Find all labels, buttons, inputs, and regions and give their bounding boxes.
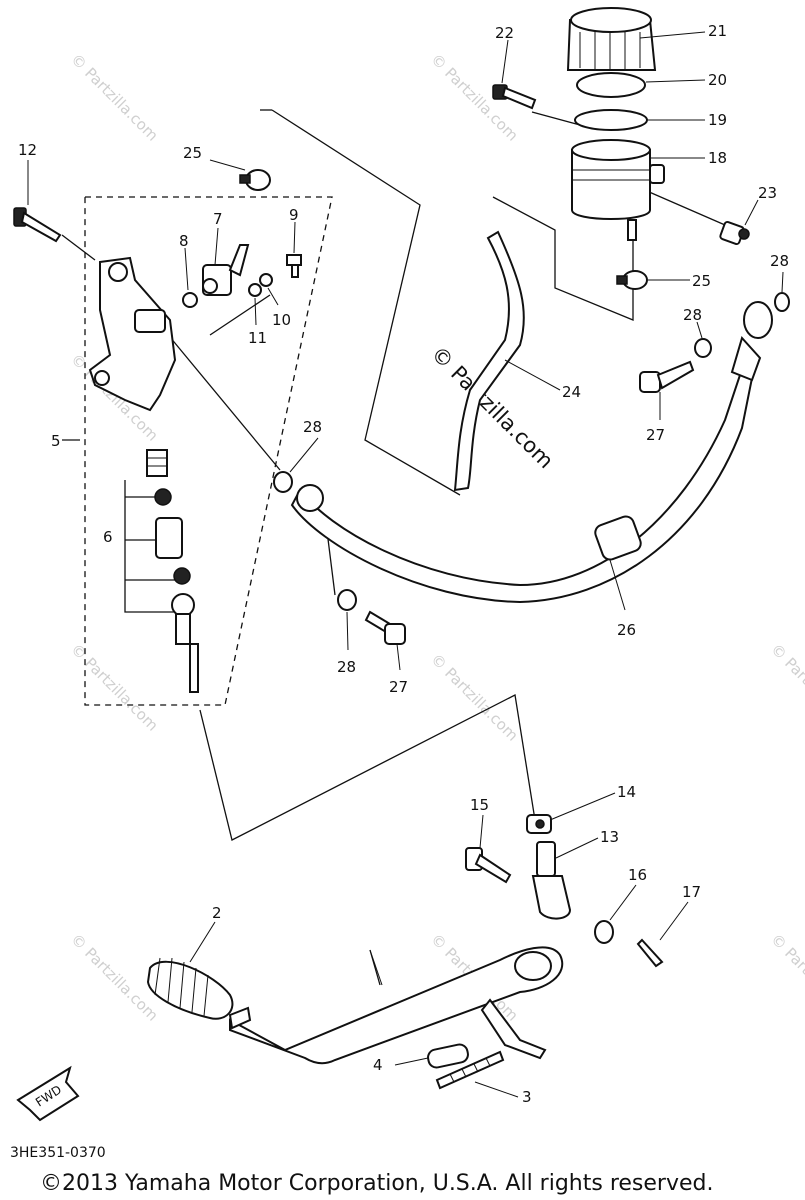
callout-14: 14 (617, 783, 636, 801)
callout-28: 28 (337, 658, 356, 676)
gasket-28-icon (337, 589, 357, 611)
nut-14-icon (526, 814, 552, 834)
callout-5: 5 (51, 432, 61, 450)
hose-joint-7-icon (202, 244, 250, 296)
clevis-13-icon (531, 841, 572, 920)
watermark: © Partzilla.com (67, 50, 162, 145)
gasket-28-icon (774, 292, 790, 312)
callout-19: 19 (708, 111, 727, 129)
callout-24: 24 (562, 383, 581, 401)
watermark: © Partzilla.com (67, 930, 162, 1025)
watermark: © Partzilla.com (427, 650, 522, 745)
leader-6 (124, 480, 175, 613)
diagram-code: 3HE351-0370 (10, 1145, 106, 1161)
callout-7: 7 (213, 210, 223, 228)
callout-4: 4 (373, 1056, 383, 1074)
callout-27b: 27 (389, 678, 408, 696)
callout-3: 3 (522, 1088, 532, 1106)
return-spring-3-icon (435, 1050, 505, 1090)
callout-21: 21 (708, 22, 727, 40)
washer-16-icon (594, 920, 614, 944)
callout-6: 6 (103, 528, 113, 546)
collar-4-icon (427, 1043, 469, 1069)
reservoir-hose-24-icon (453, 230, 525, 492)
leader-lines (27, 31, 784, 1098)
brake-pedal-1-icon (228, 946, 564, 1065)
callout-27: 27 (646, 426, 665, 444)
callout-28: 28 (303, 418, 322, 436)
washer-10-icon (259, 273, 273, 287)
callout-11: 11 (248, 329, 267, 347)
pedal-rubber-2-icon (146, 957, 234, 1020)
bolt-22-icon (492, 84, 537, 110)
callout-13: 13 (600, 828, 619, 846)
callout-25: 25 (183, 144, 202, 162)
master-cylinder-body-icon (88, 256, 177, 412)
bolt-12-icon (13, 207, 62, 243)
connection-lines (61, 109, 726, 986)
callout-26: 26 (617, 621, 636, 639)
o-ring-8-icon (182, 292, 198, 308)
callout-10: 10 (272, 311, 291, 329)
screw-9-icon (286, 254, 302, 278)
watermark: © Partzilla.com (67, 640, 162, 735)
watermark: © Partzilla.com (767, 640, 805, 735)
callout-labels: 12 25 7 8 9 10 11 5 6 22 21 20 19 18 23 … (18, 22, 789, 1106)
callout-23: 23 (758, 184, 777, 202)
union-bolt-27-icon (364, 610, 406, 645)
hose-clip-25-icon (616, 270, 648, 290)
reservoir-cap-21-icon (566, 7, 657, 71)
washer-11-icon (248, 283, 262, 297)
callout-28: 28 (770, 252, 789, 270)
callout-28: 28 (683, 306, 702, 324)
callout-9: 9 (289, 206, 299, 224)
callout-2: 2 (212, 904, 222, 922)
reservoir-tank-18-icon (571, 139, 665, 241)
callout-22: 22 (495, 24, 514, 42)
cotter-pin-17-icon (636, 938, 664, 968)
callout-17: 17 (682, 883, 701, 901)
brake-hose-26-icon (290, 301, 773, 604)
callout-15: 15 (470, 796, 489, 814)
fwd-arrow-icon: FWD (16, 1065, 80, 1122)
watermark: © Partzilla.com (767, 930, 805, 1025)
hose-clip-25-icon (239, 169, 271, 191)
pin-15-icon (465, 847, 512, 884)
piston-kit-6-icon (146, 449, 199, 693)
union-bolt-27-icon (639, 360, 695, 393)
diaphragm-holder-20-icon (576, 72, 646, 98)
callout-12: 12 (18, 141, 37, 159)
callout-8: 8 (179, 232, 189, 250)
copyright-notice: ©2013 Yamaha Motor Corporation, U.S.A. A… (40, 1171, 713, 1196)
diaphragm-19-icon (574, 109, 648, 131)
gasket-28-icon (694, 338, 712, 358)
collar-23-icon (719, 220, 750, 246)
callout-16: 16 (628, 866, 647, 884)
callout-25b: 25 (692, 272, 711, 290)
callout-20: 20 (708, 71, 727, 89)
callout-18: 18 (708, 149, 727, 167)
gasket-28-icon (273, 471, 293, 493)
